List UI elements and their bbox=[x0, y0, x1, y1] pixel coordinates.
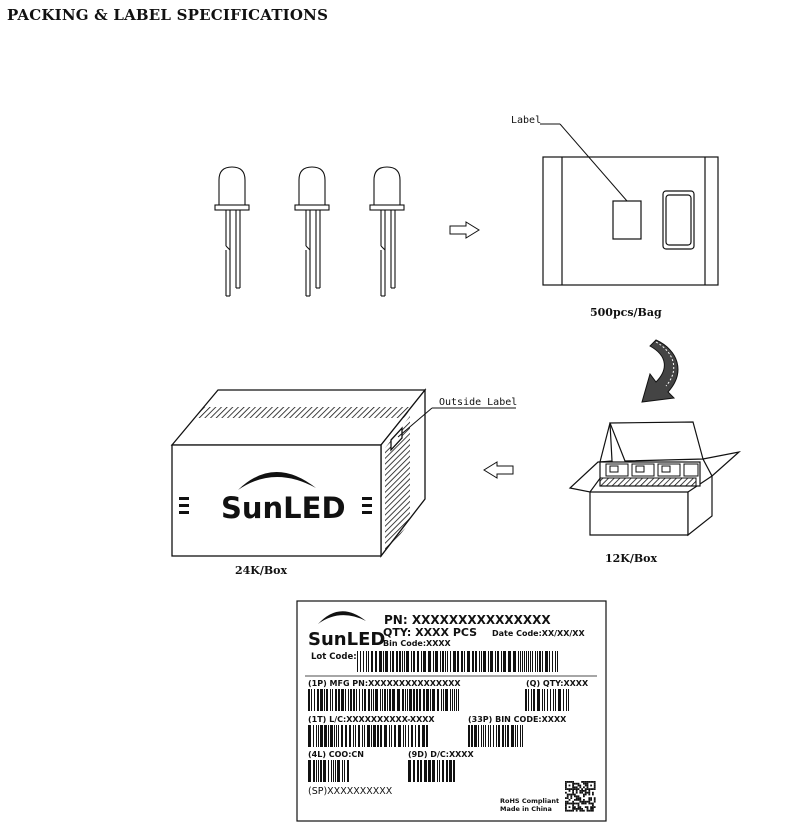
label-lc: (1T) L/C:XXXXXXXXXX-XXXX bbox=[308, 715, 435, 724]
bag-icon bbox=[542, 156, 719, 286]
barcode-coo bbox=[308, 760, 349, 782]
outer-box-marks bbox=[179, 497, 372, 514]
arrow-left-icon bbox=[483, 461, 514, 479]
bag-caption: 500pcs/Bag bbox=[590, 306, 662, 319]
barcode-mfg-pn bbox=[308, 689, 459, 711]
arrow-right-icon bbox=[449, 221, 480, 239]
page-title: PACKING & LABEL SPECIFICATIONS bbox=[7, 6, 329, 24]
inner-box-icon bbox=[568, 421, 742, 537]
label-pn: PN: XXXXXXXXXXXXXXX bbox=[384, 613, 551, 627]
label-mfg-pn: (1P) MFG PN:XXXXXXXXXXXXXXX bbox=[308, 679, 461, 688]
barcode-lc bbox=[308, 725, 428, 747]
outer-box-caption: 24K/Box bbox=[235, 564, 288, 577]
label-made-in: Made in China bbox=[500, 805, 552, 813]
reel-icons bbox=[599, 463, 699, 487]
label-bin-code: Bin Code:XXXX bbox=[383, 639, 452, 648]
label-date-code: Date Code:XX/XX/XX bbox=[492, 629, 585, 638]
label-sp: (SP)XXXXXXXXXX bbox=[308, 786, 393, 797]
label-dc: (9D) D/C:XXXX bbox=[408, 750, 474, 759]
led-icon bbox=[214, 166, 250, 297]
label-callout: Label bbox=[511, 115, 541, 126]
inner-box-caption: 12K/Box bbox=[605, 552, 658, 565]
label-qty: QTY: XXXX PCS bbox=[383, 626, 477, 639]
barcode-33p bbox=[468, 725, 523, 747]
label-lot-code: Lot Code: bbox=[311, 652, 357, 662]
outer-box-logo: SunLED bbox=[221, 491, 346, 525]
led-icon bbox=[369, 166, 405, 297]
outer-box-icon bbox=[170, 388, 427, 558]
qr-code-icon bbox=[565, 781, 596, 812]
label-logo: SunLED bbox=[308, 629, 385, 650]
label-33p-bin-code: (33P) BIN CODE:XXXX bbox=[468, 715, 567, 724]
logo-arc-icon bbox=[238, 471, 316, 490]
outside-label-callout-line bbox=[397, 407, 433, 438]
outside-label-callout: Outside Label bbox=[439, 397, 517, 408]
label-callout-line bbox=[559, 123, 628, 202]
led-icon bbox=[294, 166, 330, 297]
barcode-lot bbox=[357, 651, 558, 672]
label-logo-arc-icon bbox=[318, 611, 366, 624]
barcode-dc bbox=[408, 760, 455, 782]
label-rohs: RoHS Compliant bbox=[500, 797, 559, 805]
barcode-q-qty bbox=[525, 689, 569, 711]
label-coo: (4L) COO:CN bbox=[308, 750, 364, 759]
label-q-qty: (Q) QTY:XXXX bbox=[526, 679, 589, 688]
shipping-label: SunLED PN: XXXXXXXXXXXXXXX QTY: XXXX PCS… bbox=[296, 600, 607, 822]
curved-arrow-icon bbox=[641, 339, 679, 403]
